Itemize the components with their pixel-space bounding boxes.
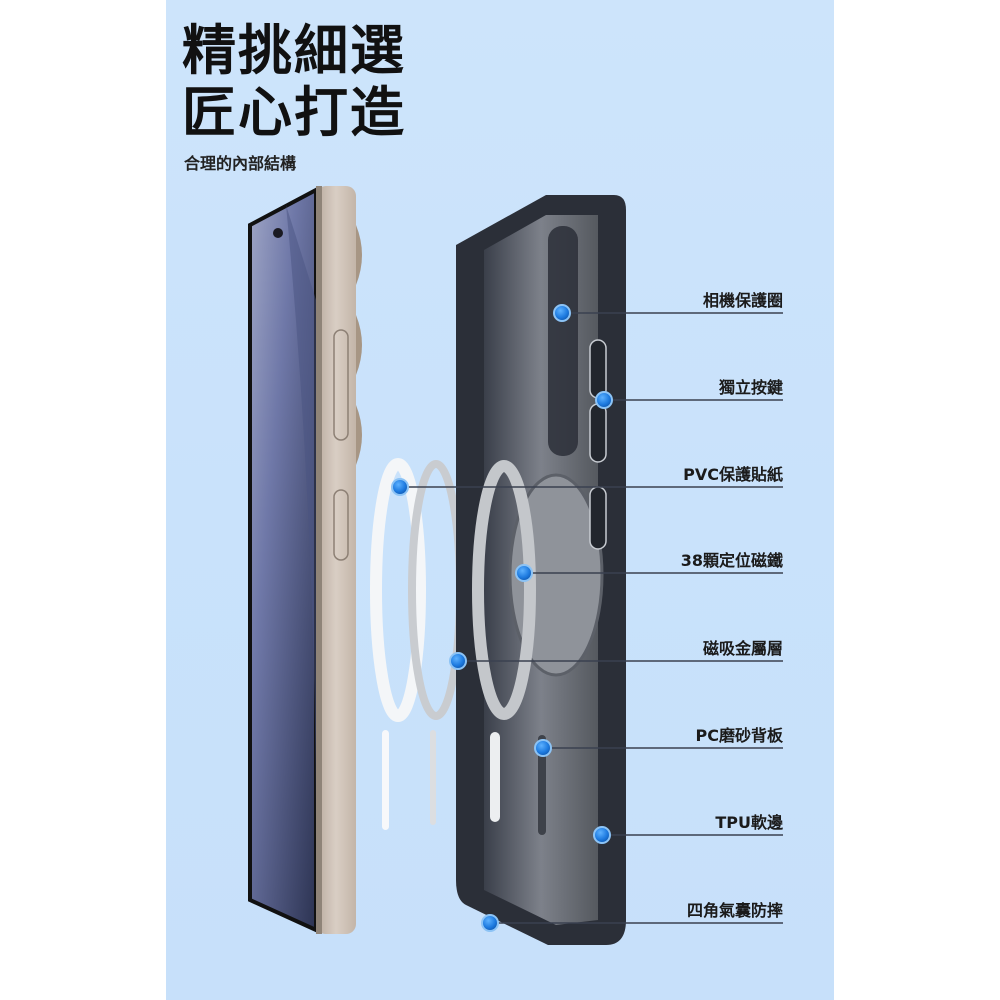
callout-magnetic-metal-layer: 磁吸金屬層 — [702, 639, 783, 658]
exploded-phone-case-illustration — [248, 186, 783, 945]
headline-line-2: 匠心打造 — [182, 81, 406, 144]
callout-pc-frosted-back: PC磨砂背板 — [695, 726, 783, 745]
phone-body — [248, 186, 362, 934]
headline-line-1: 精挑細選 — [182, 19, 406, 82]
product-panel: 精挑細選 匠心打造 合理的內部結構 — [166, 0, 834, 1000]
subtitle: 合理的內部結構 — [184, 154, 297, 173]
callout-pvc-sticker: PVC保護貼紙 — [683, 465, 783, 484]
callout-lines — [400, 312, 783, 924]
callout-camera-ring: 相機保護圈 — [702, 291, 783, 310]
callout-corner-airbags: 四角氣囊防摔 — [686, 901, 783, 920]
phone-case — [456, 195, 626, 945]
callout-dots — [391, 304, 613, 932]
magnetic-rings — [370, 458, 464, 830]
headline: 精挑細選 匠心打造 — [182, 20, 406, 144]
callout-independent-buttons: 獨立按鍵 — [718, 378, 783, 397]
callout-tpu-soft-edge: TPU軟邊 — [715, 813, 783, 832]
callout-positioning-magnets: 38顆定位磁鐵 — [680, 551, 783, 570]
